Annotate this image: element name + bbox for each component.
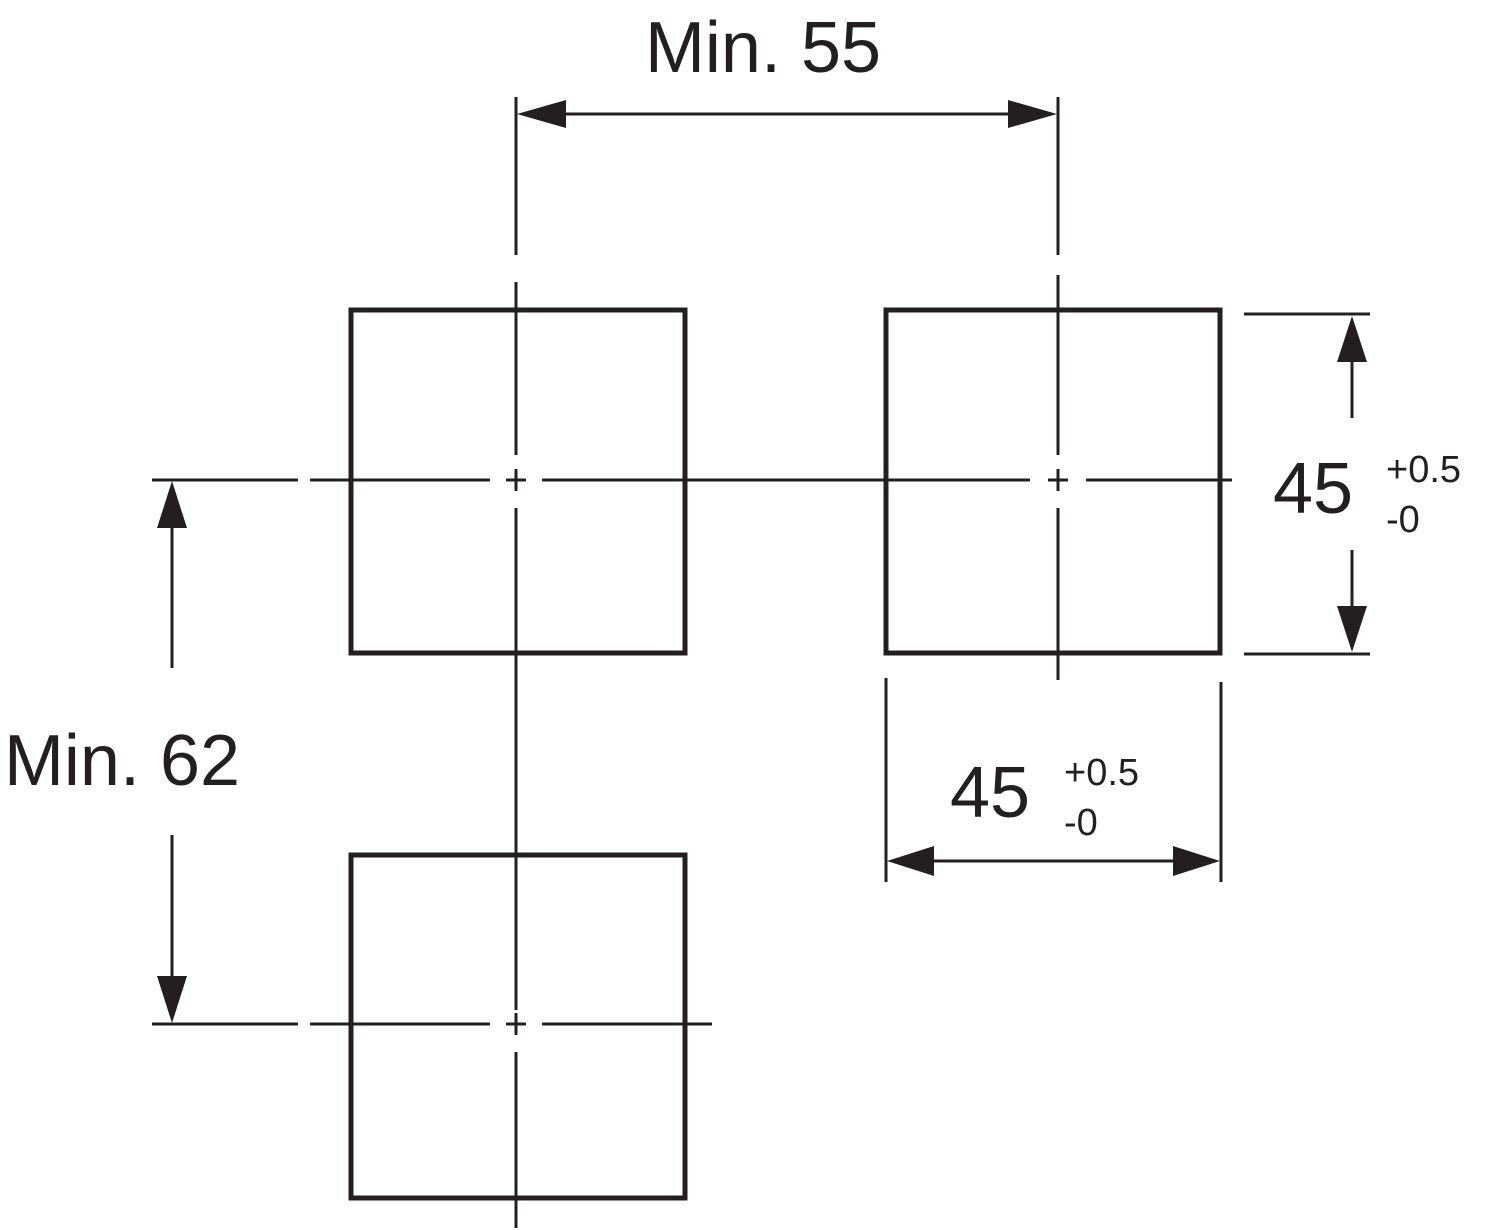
arrowhead-left bbox=[517, 100, 566, 128]
arrowhead-up bbox=[1337, 316, 1367, 362]
vertical-spacing-label: Min. 62 bbox=[4, 721, 240, 801]
dimension-horizontal-spacing: Min. 55 bbox=[517, 8, 1057, 128]
arrowhead-right bbox=[1008, 100, 1057, 128]
cutout-width-tol-plus: +0.5 bbox=[1064, 752, 1139, 794]
arrowhead-right bbox=[1173, 846, 1220, 876]
cutout-height-tol-plus: +0.5 bbox=[1386, 449, 1461, 491]
arrowhead-down bbox=[1337, 606, 1367, 652]
dimension-vertical-spacing: Min. 62 bbox=[4, 481, 240, 1023]
cutout-height-value: 45 bbox=[1273, 449, 1353, 529]
arrowhead-left bbox=[887, 846, 934, 876]
dimension-cutout-width: 45 +0.5 -0 bbox=[884, 678, 1223, 882]
arrowhead-up bbox=[157, 481, 187, 528]
cutout-width-value: 45 bbox=[950, 753, 1030, 833]
dimension-cutout-height: 45 +0.5 -0 bbox=[1244, 312, 1461, 656]
cutout-bottom-left bbox=[348, 852, 688, 1201]
arrowhead-down bbox=[157, 976, 187, 1023]
cutout-height-tol-minus: -0 bbox=[1386, 499, 1420, 541]
horizontal-spacing-label: Min. 55 bbox=[645, 8, 881, 88]
cutout-width-tol-minus: -0 bbox=[1064, 802, 1098, 844]
